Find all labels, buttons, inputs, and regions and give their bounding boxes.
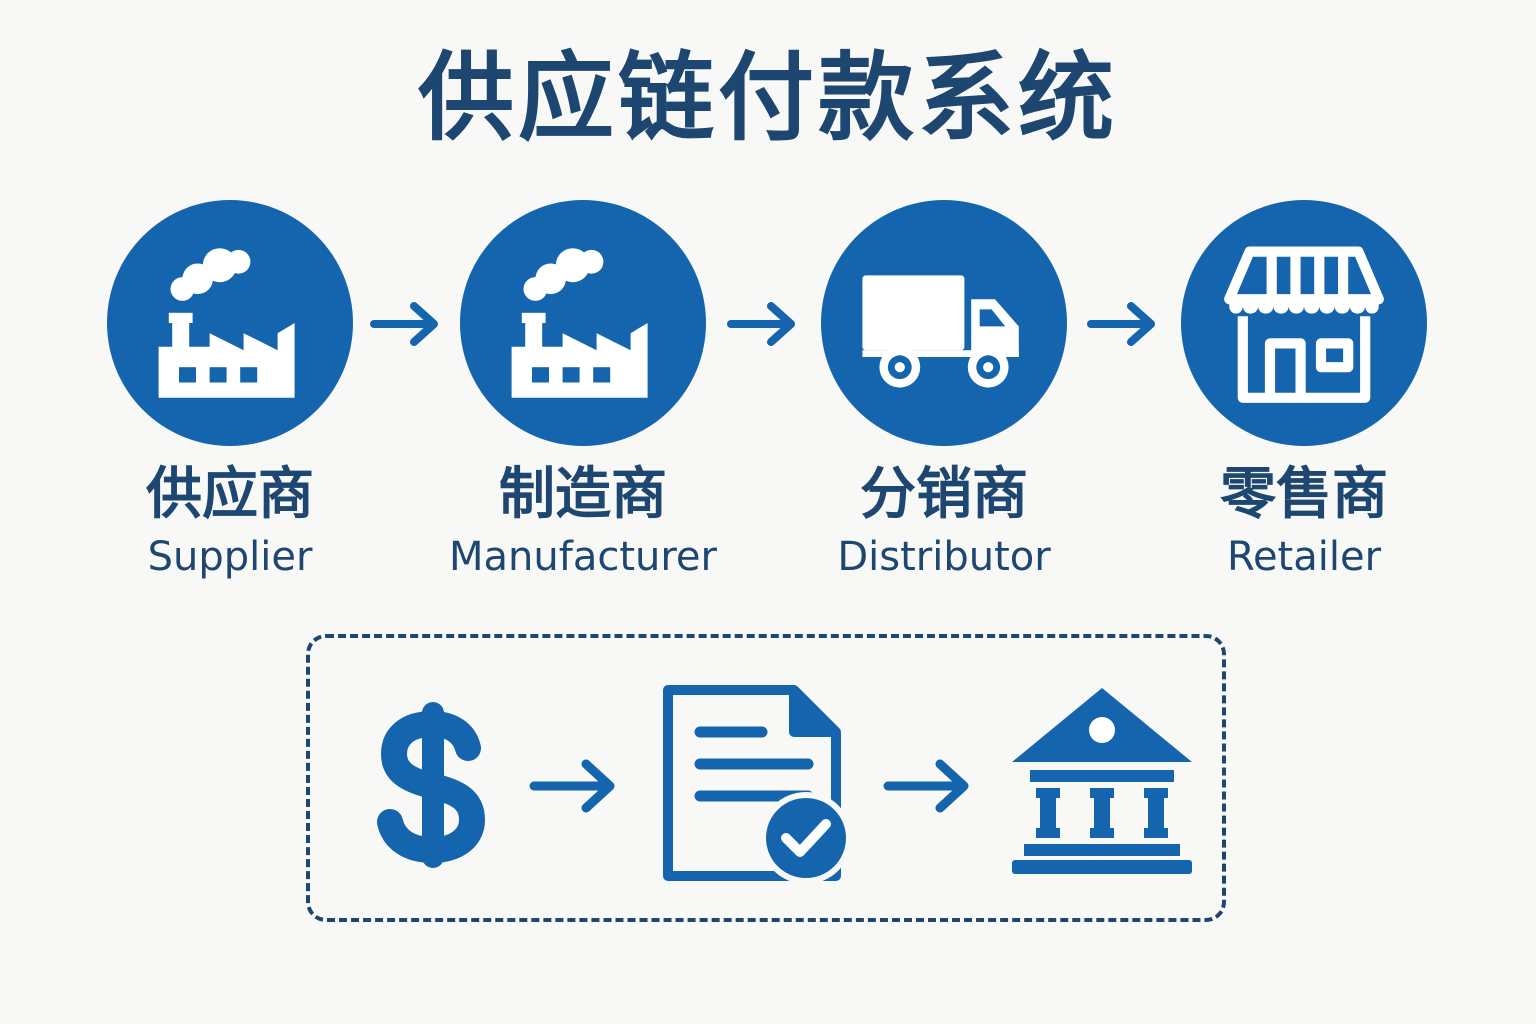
factory-icon (158, 248, 295, 398)
payment-flow-box (306, 634, 1226, 922)
arrow-right-icon (529, 759, 615, 813)
arrow-right-icon (1087, 302, 1155, 346)
arrow-right-icon (727, 302, 795, 346)
arrow-right-icon (370, 302, 438, 346)
invoice-approved-icon (663, 685, 852, 884)
truck-icon (862, 275, 1019, 388)
stage-label-cn: 零售商 (1220, 462, 1388, 527)
stage-retailer (1181, 200, 1427, 446)
arrow-right-icon (883, 759, 969, 813)
stage-manufacturer (460, 200, 706, 446)
stage-label-en: Manufacturer (449, 534, 717, 580)
stage-label-en: Supplier (147, 534, 313, 580)
page-title: 供应链付款系统 (418, 42, 1118, 154)
stage-label-cn: 供应商 (146, 462, 314, 527)
stage-distributor (821, 200, 1067, 446)
dollar-icon (377, 702, 486, 868)
stage-label-cn: 分销商 (860, 462, 1028, 527)
bank-icon (1012, 688, 1192, 874)
factory-icon (511, 248, 648, 398)
stage-label-cn: 制造商 (499, 462, 667, 527)
storefront-icon (1224, 246, 1384, 403)
stage-label-en: Retailer (1226, 534, 1382, 580)
stage-supplier (107, 200, 353, 446)
stage-label-en: Distributor (837, 534, 1051, 580)
